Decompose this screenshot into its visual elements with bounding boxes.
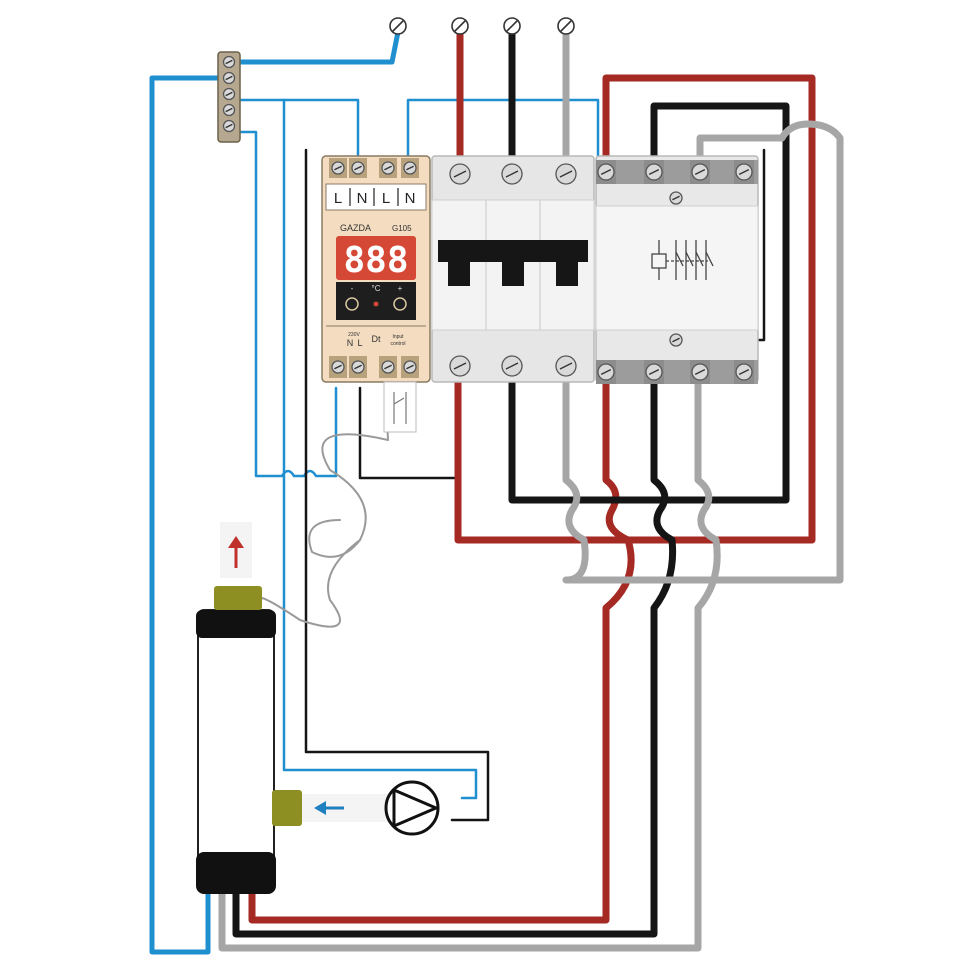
neutral-feed-wire bbox=[235, 29, 401, 65]
circle-slash-icon bbox=[557, 17, 575, 35]
contactor-terminal-screw bbox=[597, 363, 615, 381]
sensor-label: Dt bbox=[372, 334, 381, 344]
coil-terminal-screw bbox=[669, 191, 683, 205]
thermostat-terminal-screw bbox=[403, 360, 417, 374]
electric-heater bbox=[196, 522, 388, 894]
phase-l3-breaker-contactor bbox=[562, 120, 844, 584]
circuit-breaker bbox=[431, 155, 595, 383]
contactor-terminal-screw bbox=[691, 363, 709, 381]
terminal-label: L bbox=[334, 190, 342, 207]
busbar-screws bbox=[222, 55, 236, 133]
control-wire bbox=[304, 148, 490, 822]
neutral-heater-wire bbox=[149, 75, 225, 955]
minus-label: - bbox=[351, 284, 354, 293]
phase-l1-breaker-contactor bbox=[454, 74, 816, 544]
thermostat-terminal-screw bbox=[381, 161, 395, 175]
contactor-terminal-screw bbox=[691, 163, 709, 181]
phase-l2-breaker-contactor bbox=[508, 102, 790, 504]
input-label-2: control bbox=[390, 341, 405, 347]
circle-slash-icon bbox=[451, 17, 469, 35]
neutral-pump-wire bbox=[228, 130, 338, 478]
busbar-screw bbox=[222, 119, 236, 133]
thermostat-terminal-screw bbox=[403, 161, 417, 175]
contactor-terminal-screw bbox=[597, 163, 615, 181]
breaker-terminal-screw bbox=[501, 355, 523, 377]
thermostat-terminal-screw bbox=[331, 161, 345, 175]
supply-terminals bbox=[389, 17, 575, 35]
supply-label-l: L bbox=[357, 338, 362, 348]
contactor bbox=[595, 155, 759, 384]
display-value: 888 bbox=[343, 240, 408, 281]
phase-l3-heater bbox=[218, 376, 721, 952]
contactor-terminal-screw bbox=[735, 163, 753, 181]
input-label-1: Input bbox=[392, 334, 404, 340]
thermostat-bottom-screws bbox=[329, 356, 419, 378]
breaker-screws bbox=[449, 163, 577, 377]
unit-label: °C bbox=[372, 284, 381, 293]
circle-slash-icon bbox=[503, 17, 521, 35]
coil-terminal-screw bbox=[669, 333, 683, 347]
neutral-pump-wire-2 bbox=[282, 98, 478, 800]
breaker-terminal-screw bbox=[449, 355, 471, 377]
contactor-terminal-screw bbox=[645, 163, 663, 181]
arrow-up-icon bbox=[228, 536, 244, 568]
thermostat-top-screws bbox=[329, 158, 419, 178]
wires bbox=[149, 26, 844, 955]
plus-button[interactable] bbox=[393, 297, 407, 311]
pump-triangle-icon bbox=[384, 780, 440, 836]
heater-outlet-fitting bbox=[214, 586, 262, 610]
neutral-busbar bbox=[217, 51, 241, 143]
center-indicator bbox=[373, 301, 379, 307]
sensor-cable bbox=[261, 379, 389, 628]
terminal-label: N bbox=[357, 190, 368, 207]
phase-l1-heater bbox=[248, 376, 635, 924]
breaker-terminal-screw bbox=[449, 163, 471, 185]
breaker-terminal-screw bbox=[555, 163, 577, 185]
supply-label-voltage: 230V bbox=[348, 332, 360, 338]
terminal-label: N bbox=[405, 190, 416, 207]
model-label: G105 bbox=[392, 224, 412, 233]
thermostat-terminal-screw bbox=[381, 360, 395, 374]
heater-inlet-fitting bbox=[272, 790, 302, 826]
busbar-screw bbox=[222, 71, 236, 85]
sensor-cable-loop bbox=[308, 519, 361, 558]
contactor-coil-symbol bbox=[651, 240, 714, 280]
contactor-terminal-screw bbox=[735, 363, 753, 381]
contactor-terminal-screw bbox=[645, 363, 663, 381]
breaker-terminal-screw bbox=[555, 355, 577, 377]
control-wire-2 bbox=[358, 386, 462, 480]
thermostat-terminal-screw bbox=[351, 161, 365, 175]
brand-label: GAZDA bbox=[340, 223, 371, 233]
neutral-thermostat-wire bbox=[236, 98, 360, 162]
arrow-left-icon bbox=[314, 801, 344, 815]
contactor-screws bbox=[596, 160, 754, 384]
breaker-toggle[interactable] bbox=[438, 240, 588, 286]
terminal-label: L bbox=[382, 190, 390, 207]
minus-button[interactable] bbox=[345, 297, 359, 311]
thermostat-terminal-screw bbox=[351, 360, 365, 374]
busbar-screw bbox=[222, 55, 236, 69]
phase-l2-heater bbox=[232, 376, 677, 938]
temperature-display bbox=[336, 236, 416, 280]
thermostat-terminal-screw bbox=[331, 360, 345, 374]
breaker-terminal-screw bbox=[501, 163, 523, 185]
circle-slash-icon bbox=[389, 17, 407, 35]
supply-label-n: N bbox=[347, 338, 354, 348]
busbar-screw bbox=[222, 87, 236, 101]
plus-label: + bbox=[398, 284, 403, 293]
relay-contact-inset bbox=[383, 381, 417, 433]
busbar-screw bbox=[222, 103, 236, 117]
